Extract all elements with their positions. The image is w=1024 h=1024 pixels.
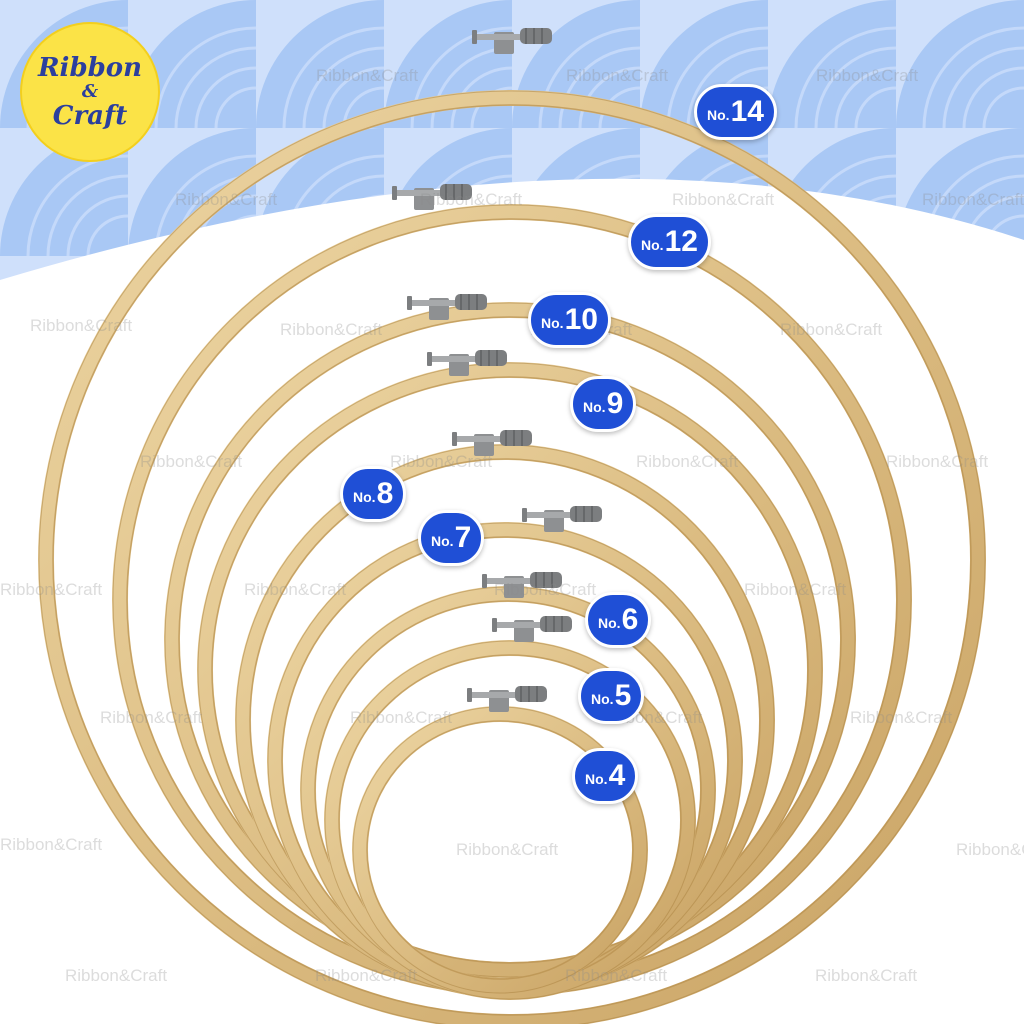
logo-word-ribbon: Ribbon — [37, 53, 143, 83]
hoop-14 — [38, 28, 986, 1024]
hoop-screw-icon — [482, 572, 562, 598]
size-badge-prefix: No. — [541, 315, 564, 331]
hoop-9 — [197, 350, 823, 978]
hoop-inner-edge — [366, 720, 634, 980]
hoop-screw-icon — [472, 28, 552, 54]
hoop-outer-ring — [38, 90, 986, 1024]
size-badge-no-14: No.14 — [694, 84, 777, 140]
size-badge-number: 7 — [454, 521, 472, 554]
hoop-outer-ring — [352, 706, 648, 994]
size-badge-no-10: No.10 — [528, 292, 611, 348]
size-badge-prefix: No. — [585, 771, 608, 787]
size-badge-number: 10 — [564, 303, 598, 336]
logo-ampersand: & — [81, 81, 99, 102]
hoop-screw-icon — [392, 184, 472, 210]
hoop-outer-edge — [38, 90, 986, 1024]
size-badge-number: 6 — [621, 603, 639, 636]
size-badge-no-8: No.8 — [340, 466, 407, 522]
size-badge-prefix: No. — [431, 533, 454, 549]
size-badge-prefix: No. — [598, 615, 621, 631]
hoop-screw-icon — [427, 350, 507, 376]
size-badge-prefix: No. — [583, 399, 606, 415]
size-badge-number: 8 — [376, 477, 394, 510]
size-badge-prefix: No. — [641, 237, 664, 253]
size-badge-number: 9 — [606, 387, 624, 420]
size-badge-number: 14 — [730, 95, 764, 128]
size-badge-prefix: No. — [353, 489, 376, 505]
size-badge-number: 5 — [614, 679, 632, 712]
ribbon-and-craft-logo: Ribbon & Craft — [20, 22, 160, 162]
size-badge-no-7: No.7 — [418, 510, 485, 566]
hoop-outer-ring — [197, 362, 823, 978]
hoop-outer-edge — [197, 362, 823, 978]
size-badge-no-5: No.5 — [578, 668, 645, 724]
size-badge-number: 4 — [608, 759, 626, 792]
size-badge-number: 12 — [664, 225, 698, 258]
size-badge-no-9: No.9 — [570, 376, 637, 432]
hoop-inner-edge — [211, 376, 809, 964]
logo-word-craft: Craft — [52, 101, 128, 131]
hoop-screw-icon — [452, 430, 532, 456]
hoop-screw-icon — [492, 616, 572, 642]
hoop-screw-icon — [467, 686, 547, 712]
size-badge-prefix: No. — [591, 691, 614, 707]
size-badge-no-12: No.12 — [628, 214, 711, 270]
hoop-inner-edge — [52, 104, 972, 1016]
size-badge-prefix: No. — [707, 107, 730, 123]
hoop-screw-icon — [407, 294, 487, 320]
hoop-outer-edge — [324, 640, 696, 1000]
background-pattern — [0, 0, 1024, 280]
hoop-group — [38, 28, 986, 1024]
size-badge-no-6: No.6 — [585, 592, 652, 648]
size-badge-no-4: No.4 — [572, 748, 639, 804]
hoop-screw-icon — [522, 506, 602, 532]
hoop-4 — [352, 686, 648, 994]
